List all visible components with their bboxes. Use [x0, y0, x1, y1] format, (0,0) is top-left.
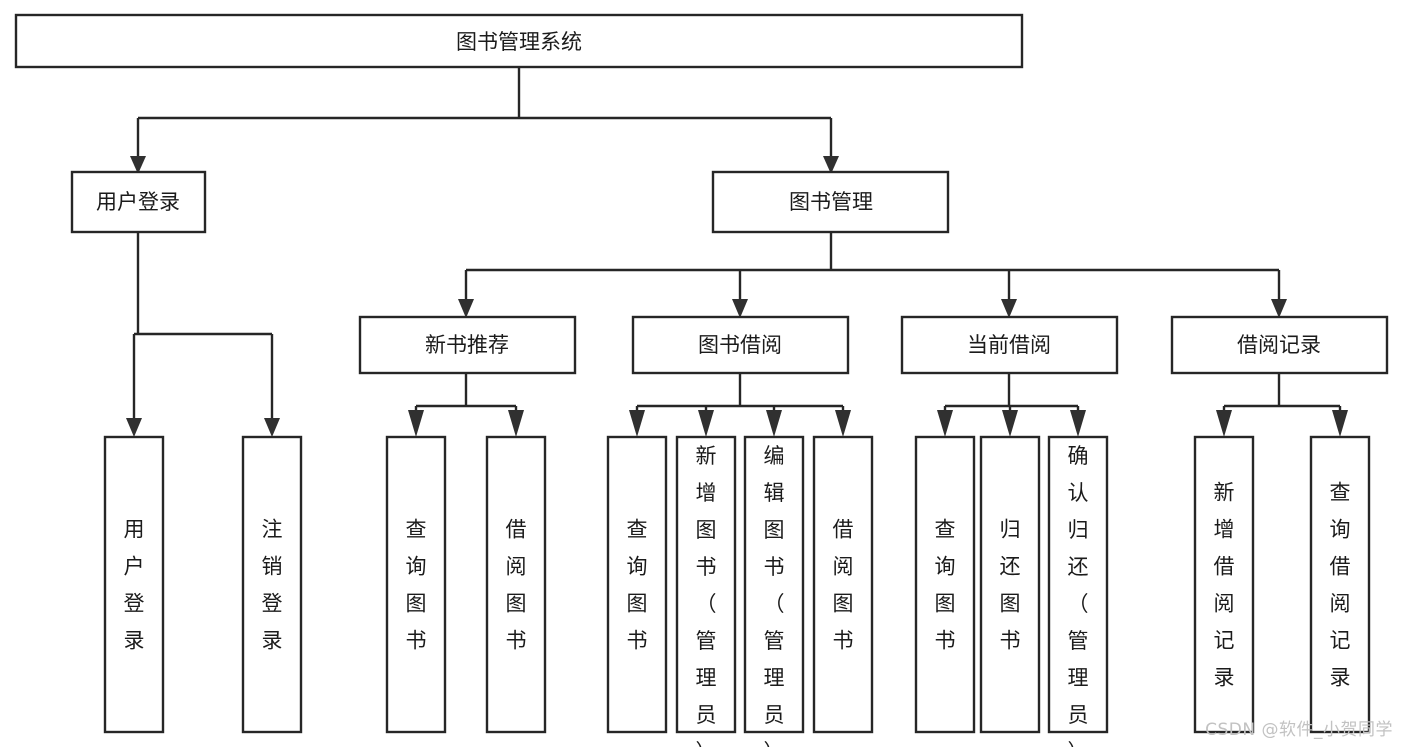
leaf-node[interactable]: 用户登录: [103, 435, 165, 734]
leaf-node[interactable]: 归还图书: [979, 435, 1041, 734]
leaf-add-book-box[interactable]: [675, 435, 737, 734]
leaf-query-book-recommend-box[interactable]: [385, 435, 447, 734]
leaf-node[interactable]: 借阅图书: [812, 435, 874, 734]
arrow-leaf-c2: [1002, 410, 1018, 437]
arrow-leaf-u1: [126, 418, 142, 437]
node-book-manage-label: 图书管理: [789, 190, 873, 214]
leaf-edit-book-label: 编辑图书（管理员）: [764, 444, 785, 747]
node-current-borrow-label: 当前借阅: [967, 333, 1051, 357]
leaf-query-book-borrow-label: 查询图书: [627, 518, 648, 653]
connector-layer: [126, 67, 1348, 437]
arrow-leaf-c1: [937, 410, 953, 437]
node-borrow-records-label: 借阅记录: [1237, 333, 1321, 357]
leaf-node[interactable]: 新增图书（管理员）: [675, 435, 737, 747]
arrow-new-book: [458, 299, 474, 318]
arrow-leaf-c3: [1070, 410, 1086, 437]
arrow-leaf-b2: [698, 410, 714, 437]
leaf-user-login-label: 用户登录: [124, 518, 145, 653]
leaf-logout-box[interactable]: [241, 435, 303, 734]
arrow-leaf-u2: [264, 418, 280, 437]
arrow-borrow-records: [1271, 299, 1287, 318]
leaf-node[interactable]: 确认归还（管理员）: [1047, 435, 1109, 747]
node-current-borrow-box[interactable]: [900, 315, 1119, 375]
arrow-leaf-r2: [1332, 410, 1348, 437]
leaf-query-borrow-record-label: 查询借阅记录: [1330, 481, 1351, 690]
leaf-borrow-book-recommend-label: 借阅图书: [506, 518, 527, 653]
leaf-query-book-borrow-box[interactable]: [606, 435, 668, 734]
leaf-edit-book-box[interactable]: [743, 435, 805, 734]
node-user-login-box[interactable]: [70, 170, 207, 234]
leaf-query-borrow-record-box[interactable]: [1309, 435, 1371, 734]
leaf-add-book-label: 新增图书（管理员）: [696, 444, 717, 747]
leaf-node[interactable]: 借阅图书: [485, 435, 547, 734]
node-book-manage-box[interactable]: [711, 170, 950, 234]
node-root[interactable]: 图书管理系统: [14, 13, 1024, 69]
leaf-logout-label: 注销登录: [262, 518, 283, 653]
node-user-login[interactable]: 用户登录: [70, 170, 207, 234]
node-book-manage[interactable]: 图书管理: [711, 170, 950, 234]
leaf-node[interactable]: 查询图书: [914, 435, 976, 734]
node-root-label: 图书管理系统: [456, 30, 582, 54]
node-new-book-recommend-box[interactable]: [358, 315, 577, 375]
leaf-query-book-recommend-label: 查询图书: [406, 518, 427, 653]
leaf-add-borrow-record-label: 新增借阅记录: [1214, 481, 1235, 690]
leaf-query-book-current-box[interactable]: [914, 435, 976, 734]
leaf-node[interactable]: 新增借阅记录: [1193, 435, 1255, 734]
arrow-leaf-r1: [1216, 410, 1232, 437]
leaf-node[interactable]: 查询借阅记录: [1309, 435, 1371, 734]
arrow-book-borrow: [732, 299, 748, 318]
leaf-node[interactable]: 查询图书: [606, 435, 668, 734]
node-current-borrow[interactable]: 当前借阅: [900, 315, 1119, 375]
leaf-return-book-box[interactable]: [979, 435, 1041, 734]
arrow-leaf-b4: [835, 410, 851, 437]
node-user-login-label: 用户登录: [96, 190, 180, 214]
arrow-leaf-n2: [508, 410, 524, 437]
leaf-node[interactable]: 编辑图书（管理员）: [743, 435, 805, 747]
node-new-book-recommend[interactable]: 新书推荐: [358, 315, 577, 375]
arrow-current-borrow: [1001, 299, 1017, 318]
node-borrow-records[interactable]: 借阅记录: [1170, 315, 1389, 375]
leaf-borrow-book-label: 借阅图书: [833, 518, 854, 653]
arrow-leaf-b3: [766, 410, 782, 437]
leaf-user-login-box[interactable]: [103, 435, 165, 734]
leaf-confirm-return-box[interactable]: [1047, 435, 1109, 734]
leaf-node[interactable]: 注销登录: [241, 435, 303, 734]
node-root-box[interactable]: [14, 13, 1024, 69]
node-borrow-records-box[interactable]: [1170, 315, 1389, 375]
node-new-book-recommend-label: 新书推荐: [425, 333, 509, 357]
arrow-book-manage: [823, 156, 839, 174]
node-book-borrow-box[interactable]: [631, 315, 850, 375]
csdn-watermark: CSDN @软件_小贺同学: [1205, 720, 1393, 740]
leaf-return-book-label: 归还图书: [1000, 518, 1021, 653]
arrow-user-login: [130, 156, 146, 174]
leaf-node[interactable]: 查询图书: [385, 435, 447, 734]
leaf-add-borrow-record-box[interactable]: [1193, 435, 1255, 734]
node-book-borrow-label: 图书借阅: [698, 333, 782, 357]
arrow-leaf-b1: [629, 410, 645, 437]
leaf-confirm-return-label: 确认归还（管理员）: [1068, 444, 1089, 747]
arrow-leaf-n1: [408, 410, 424, 437]
leaf-borrow-book-box[interactable]: [812, 435, 874, 734]
node-book-borrow[interactable]: 图书借阅: [631, 315, 850, 375]
leaf-query-book-current-label: 查询图书: [935, 518, 956, 653]
leaf-borrow-book-recommend-box[interactable]: [485, 435, 547, 734]
